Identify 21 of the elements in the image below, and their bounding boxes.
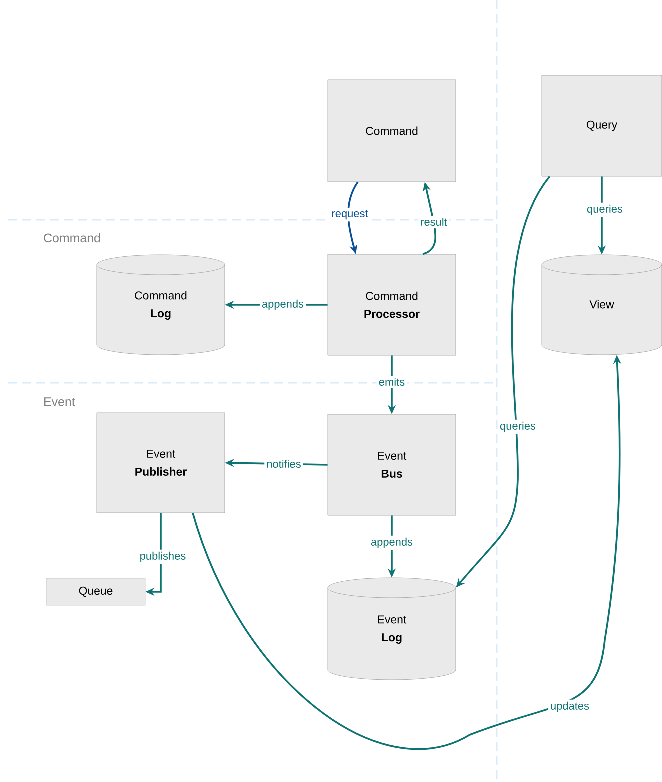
edge-label: appends [260,298,306,312]
database-cylinder: View [542,254,662,356]
edge-label: updates [548,700,592,714]
edge-label: request [330,208,370,222]
database-cylinder: Command Log [96,254,226,356]
edge-label: notifies [264,458,304,470]
edge-label: appends [368,536,416,550]
process-box: Query [542,75,662,177]
process-box: Event Publisher [96,412,226,514]
process-box: Command [328,80,456,182]
edge-label: result [418,216,450,228]
edge-label: queries [498,420,538,434]
lane-label: Event [44,398,76,406]
queue-box: Queue [46,578,146,606]
edge-label: emits [376,376,408,388]
process-box: Event Bus [328,414,456,516]
edge-label: queries [585,202,625,218]
edge-label: publishes [138,550,188,564]
lane-label: Command [44,233,100,243]
process-box: Command Processor [328,254,456,356]
database-cylinder: Event Log [328,578,456,680]
